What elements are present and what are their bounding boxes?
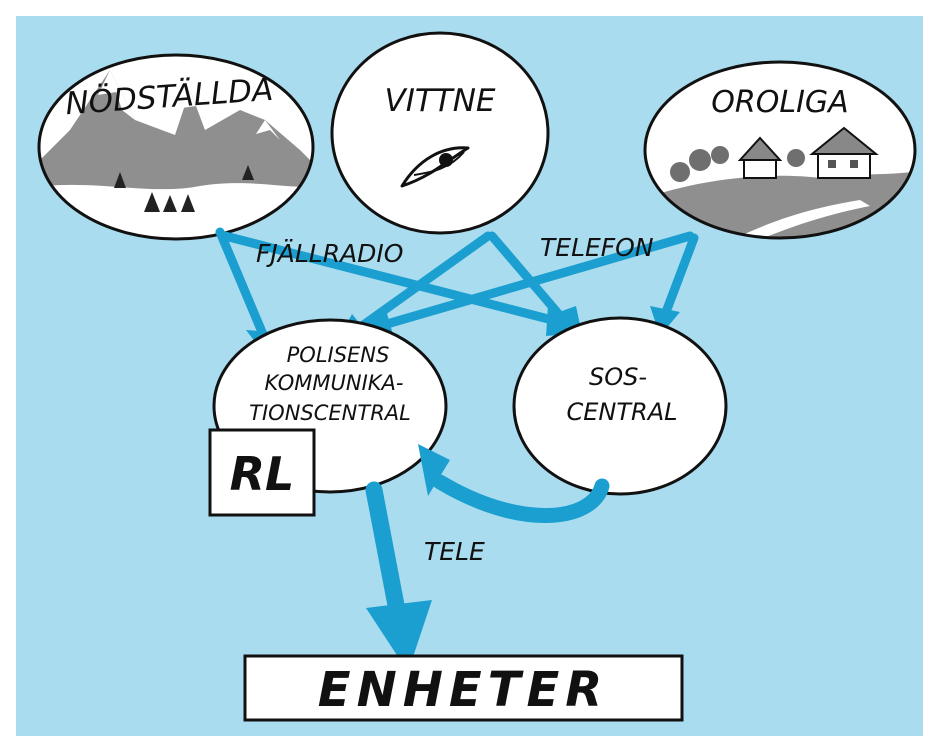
sos-central: SOS- CENTRAL — [512, 316, 728, 496]
rl-label: RL — [230, 447, 295, 501]
units-label: ENHETER — [318, 662, 608, 718]
units-box: ENHETER — [243, 654, 684, 722]
rl-box: RL — [208, 428, 316, 517]
channel-label-tele: TELE — [424, 537, 485, 566]
sos-central-line-2: CENTRAL — [567, 398, 678, 426]
arrow-sos-to-police — [418, 444, 610, 523]
channel-label-radio: FJÄLLRADIO — [256, 239, 404, 268]
source-vittne: VITTNE — [330, 31, 550, 235]
police-central-line-1: POLISENS — [287, 343, 390, 367]
vittne-label: VITTNE — [385, 83, 496, 119]
eye-icon — [400, 146, 470, 188]
sos-central-line-1: SOS- — [589, 363, 647, 391]
arrow-police-to-units — [365, 481, 432, 672]
oroliga-label: OROLIGA — [711, 85, 848, 120]
police-central-line-2: KOMMUNIKA- — [265, 371, 404, 395]
police-central-line-3: TIONSCENTRAL — [249, 401, 411, 425]
source-oroliga: OROLIGA — [643, 60, 917, 240]
channel-label-phone: TELEFON — [540, 233, 654, 262]
